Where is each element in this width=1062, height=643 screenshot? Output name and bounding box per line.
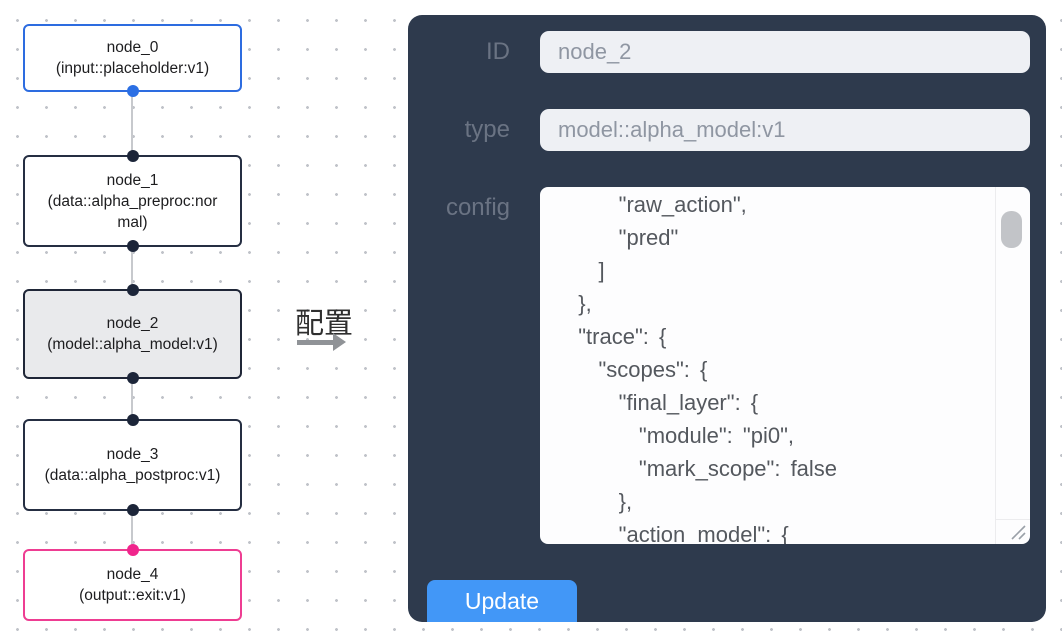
input-port[interactable]	[126, 414, 139, 426]
scrollbar-thumb[interactable]	[1001, 211, 1022, 248]
node-title: node_1	[106, 171, 159, 189]
type-field-label: type	[464, 116, 510, 143]
flow-node-node_4[interactable]: node_4 (output::exit:v1)	[23, 544, 242, 621]
node-title: node_4	[106, 566, 159, 583]
flow-node-node_2-selected[interactable]: node_2 (model::alpha_model:v1)	[23, 284, 242, 384]
output-port[interactable]	[126, 240, 139, 252]
update-button[interactable]: Update	[427, 580, 577, 622]
right-arrow-icon	[297, 340, 334, 345]
node-subtitle: (output::exit:v1)	[79, 587, 186, 604]
input-port[interactable]	[126, 150, 139, 162]
output-port[interactable]	[126, 372, 139, 384]
config-textarea[interactable]: "raw_action", "pred" ] }, "trace": { "sc…	[540, 187, 1030, 544]
type-input[interactable]: model::alpha_model:v1	[540, 109, 1030, 151]
node-title: node_3	[106, 446, 159, 463]
output-port[interactable]	[126, 85, 139, 97]
config-field-label: config	[445, 194, 510, 221]
flow-node-node_1[interactable]: node_1 (data::alpha_preproc:normal)	[23, 150, 242, 252]
node-subtitle: (input::placeholder:v1)	[55, 60, 210, 77]
node-subtitle: (data::alpha_preproc:normal)	[47, 192, 218, 231]
node-title: node_2	[106, 315, 159, 332]
resize-handle-icon[interactable]	[1008, 522, 1028, 542]
id-field-label: ID	[486, 38, 510, 65]
edge-node1-node2	[131, 247, 133, 289]
input-port[interactable]	[126, 284, 139, 296]
node-config-panel: ID node_2 type model::alpha_model:v1 con…	[408, 15, 1046, 622]
id-input[interactable]: node_2	[540, 31, 1030, 73]
flow-node-node_0[interactable]: node_0 (input::placeholder:v1)	[23, 24, 242, 97]
edge-node2-node3	[131, 379, 133, 419]
edge-node3-node4	[131, 511, 133, 549]
config-json-text: "raw_action", "pred" ] }, "trace": { "sc…	[578, 192, 838, 544]
output-port[interactable]	[126, 504, 139, 516]
input-port[interactable]	[126, 544, 139, 556]
scrollbar-corner-divider	[996, 518, 1030, 520]
node-subtitle: (data::alpha_postproc:v1)	[44, 467, 221, 484]
edge-node0-node1	[131, 93, 133, 155]
scrollbar-track-divider	[994, 187, 996, 544]
node-title: node_0	[106, 39, 159, 56]
right-arrow-head-icon	[333, 333, 346, 351]
node-subtitle: (model::alpha_model:v1)	[47, 336, 218, 353]
flow-node-node_3[interactable]: node_3 (data::alpha_postproc:v1)	[23, 414, 242, 516]
